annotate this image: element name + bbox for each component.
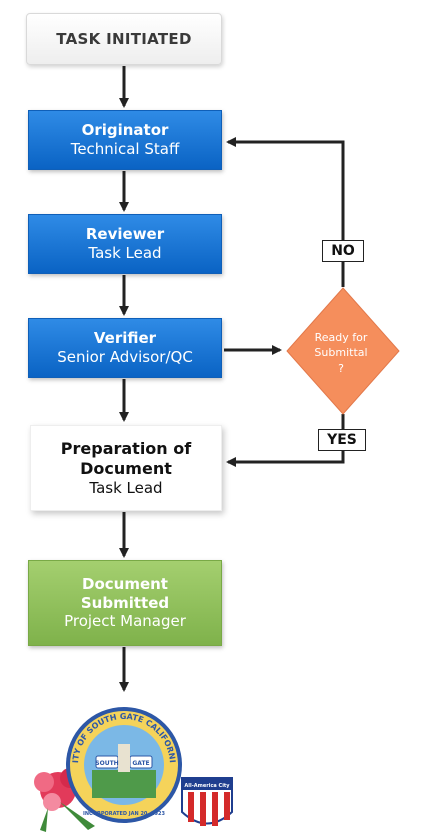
all-america-city-shield-icon: All-America City [181,777,233,826]
no-label: NO [322,240,364,262]
originator-subtitle: Technical Staff [70,140,180,158]
originator-box: Originator Technical Staff [28,110,222,170]
submitted-subtitle: Project Manager [64,612,186,631]
decision-line-1: Ready for [314,331,368,344]
reviewer-box: Reviewer Task Lead [28,214,222,274]
submitted-title-line-2: Submitted [80,593,170,612]
submitted-title-line-1: Document [82,574,168,593]
decision-line-3: ? [338,361,344,375]
decision-line-2: Submittal [314,346,368,360]
decision-diamond [286,287,400,415]
verifier-subtitle: Senior Advisor/QC [57,348,193,366]
preparation-title-line-1: Preparation of [60,438,192,458]
document-submitted-box: Document Submitted Project Manager [28,560,222,646]
verifier-title: Verifier [93,329,157,348]
verifier-box: Verifier Senior Advisor/QC [28,318,222,378]
reviewer-title: Reviewer [85,225,165,244]
city-seal-logo: SOUTH GATE CITY OF SOUTH GATE CALIFORNIA… [0,690,233,832]
seal-sign-left: SOUTH [95,760,118,767]
task-initiated-label: TASK INITIATED [56,29,192,48]
all-america-city-text: All-America City [184,783,230,789]
preparation-title-line-2: Document [80,458,172,478]
originator-title: Originator [81,121,169,140]
yes-label: YES [318,429,366,451]
preparation-subtitle: Task Lead [89,478,163,497]
seal-icon: SOUTH GATE CITY OF SOUTH GATE CALIFORNIA… [0,690,182,823]
preparation-box: Preparation of Document Task Lead [30,425,222,511]
seal-incorporated-text: INCORPORATED JAN 20, 1923 [83,811,165,817]
task-initiated-box: TASK INITIATED [26,13,222,65]
reviewer-subtitle: Task Lead [88,244,162,262]
decision-text: Ready for Submittal ? [305,330,377,376]
arrow-decision-no-to-originator [226,137,345,287]
seal-sign-right: GATE [132,760,149,767]
